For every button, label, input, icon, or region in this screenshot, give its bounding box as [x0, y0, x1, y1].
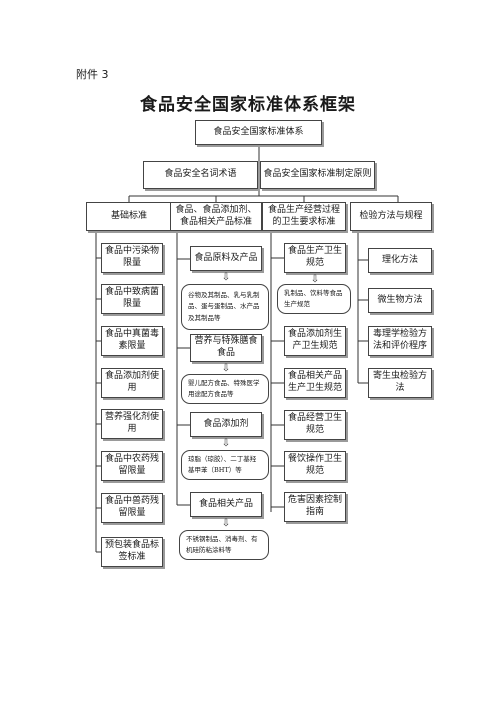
hygiene-item-related-production: 食品相关产品生产卫生规范	[284, 368, 346, 398]
food-note-related-products: 不锈钢制品、消毒剂、有机硅防粘涂料等	[179, 530, 269, 560]
hygiene-item-catering: 餐饮操作卫生规范	[284, 451, 346, 481]
attachment-label: 附件 3	[76, 68, 109, 81]
hygiene-item-production: 食品生产卫生规范	[284, 243, 346, 273]
page-title: 食品安全国家标准体系框架	[140, 95, 356, 115]
food-item-special-diet: 营养与特殊膳食食品	[190, 334, 262, 362]
food-note-additives: 琼脂（琼胶）、二丁基羟基甲苯（BHT）等	[181, 450, 269, 480]
method-item-microbiological: 微生物方法	[368, 288, 432, 313]
basic-item: 营养强化剂使用	[101, 409, 163, 439]
basic-item: 食品中致病菌限量	[101, 284, 163, 314]
method-item-physicochemical: 理化方法	[368, 248, 432, 273]
hygiene-item-additive-production: 食品添加剂生产卫生规范	[284, 326, 346, 356]
down-arrow-icon: ⇩	[221, 272, 231, 283]
food-item-related-products: 食品相关产品	[190, 492, 262, 517]
hygiene-note-production: 乳制品、饮料等食品生产规范	[277, 284, 351, 314]
basic-item: 食品中农药残留限量	[101, 451, 163, 481]
food-item-raw-materials: 食品原料及产品	[190, 246, 262, 271]
basic-item: 食品添加剂使用	[101, 368, 163, 398]
method-item-parasite: 寄生虫检验方法	[368, 368, 432, 398]
down-arrow-icon: ⇩	[221, 438, 231, 449]
food-item-additives: 食品添加剂	[190, 412, 262, 437]
basic-item: 预包装食品标签标准	[101, 537, 163, 567]
method-item-toxicology: 毒理学检验方法和评价程序	[368, 326, 432, 356]
category-basic: 基础标准	[86, 202, 172, 231]
category-hygiene: 食品生产经营过程的卫生要求标准	[262, 202, 346, 231]
down-arrow-icon: ⇩	[221, 518, 231, 529]
category-food-products: 食品、食品添加剂、食品相关产品标准	[170, 202, 262, 231]
down-arrow-icon: ⇩	[310, 274, 320, 285]
terminology-box: 食品安全名词术语	[143, 161, 258, 189]
root-box: 食品安全国家标准体系	[195, 120, 322, 145]
food-note-raw-materials: 谷物及其制品、乳与乳制品、蛋与蛋制品、水产品及其制品等	[181, 284, 269, 330]
principles-box: 食品安全国家标准制定原则	[260, 161, 375, 189]
category-methods: 检验方法与规程	[350, 202, 432, 231]
hygiene-item-operation: 食品经营卫生规范	[284, 410, 346, 440]
down-arrow-icon: ⇩	[221, 363, 231, 374]
basic-item: 食品中污染物限量	[101, 243, 163, 273]
basic-item: 食品中真菌毒素限量	[101, 326, 163, 356]
hygiene-item-hazard-control: 危害因素控制指南	[284, 492, 346, 522]
basic-item: 食品中兽药残留限量	[101, 493, 163, 523]
food-note-special-diet: 婴儿配方食品、特殊医学用途配方食品等	[181, 374, 269, 404]
